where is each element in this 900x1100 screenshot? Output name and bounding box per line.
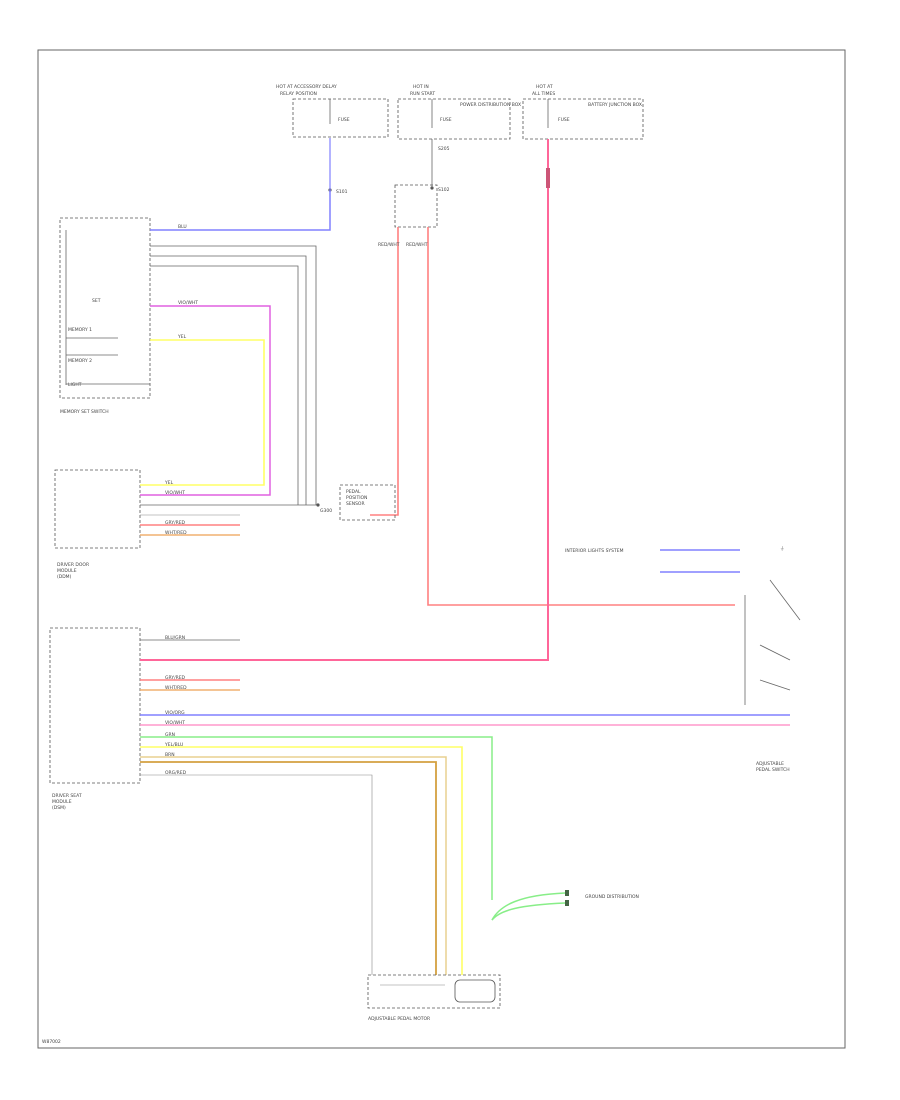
source-3-box	[522, 98, 644, 140]
wire-label-ddm-yel: YEL	[164, 480, 174, 486]
source-3-line2: ALL TIMES	[532, 91, 555, 97]
source-1-box	[292, 98, 389, 138]
switch-label-memory2: MEMORY 2	[68, 358, 92, 364]
wire-label-dsm-grn: GRN	[165, 732, 175, 738]
pedal-note-2: POSITION	[346, 495, 367, 501]
source-1-line2: RELAY POSITION	[280, 91, 317, 97]
wire-green-branch-b	[491, 902, 566, 921]
memory-switch-title: MEMORY SET SWITCH	[60, 409, 109, 415]
wire-green-branch	[491, 892, 566, 921]
source-1-line1: HOT AT ACCESSORY DELAY	[276, 84, 337, 90]
source-2-detail: POWER DISTRIBUTION BOX	[460, 102, 521, 108]
splice-s102: S102	[438, 187, 450, 193]
pedal-motor-body	[454, 979, 496, 1003]
power-source-accessory-delay: HOT AT ACCESSORY DELAY RELAY POSITION FU…	[276, 84, 389, 138]
source-2-fuse: FUSE	[440, 117, 452, 123]
memory-switch-box	[59, 217, 151, 399]
wire-label-vio: VIO/WHT	[178, 300, 198, 306]
source-2-line2: RUN START	[410, 91, 435, 97]
wire-label-yel: YEL	[177, 334, 187, 340]
wire-red-junction-a	[370, 227, 399, 516]
pedal-switch-arm-2	[759, 644, 791, 661]
wire-gray-2	[150, 255, 307, 505]
ground-g300: G300	[320, 508, 332, 514]
ddm-box	[54, 469, 141, 549]
splice-s101: S101	[336, 189, 348, 195]
adjustable-pedal-motor: ADJUSTABLE PEDAL MOTOR	[367, 974, 501, 1022]
pedal-note-1: PEDAL	[346, 489, 361, 495]
dsm-title-2: MODULE	[52, 799, 72, 805]
wire-dsm-gray-bottom	[140, 774, 373, 975]
wire-red-junction-b	[427, 227, 735, 606]
wire-label-dsm-vioorg: VIO/ORG	[165, 710, 185, 716]
green-connector-2	[565, 900, 569, 906]
diagram-border	[37, 49, 846, 1049]
wire-label-dsm-blugrn: BLU/GRN	[165, 635, 185, 641]
switch-label-set: SET	[92, 298, 101, 304]
ddm-title-2: MODULE	[57, 568, 77, 574]
pedal-switch-mark: ⏚	[780, 545, 785, 552]
pedal-switch-title-1: ADJUSTABLE	[756, 761, 784, 767]
wire-dsm-yellow	[140, 746, 463, 975]
pedal-motor-title: ADJUSTABLE PEDAL MOTOR	[368, 1016, 430, 1022]
dsm-box	[49, 627, 141, 784]
ddm-title-1: DRIVER DOOR	[57, 562, 89, 568]
driver-door-module: DRIVER DOOR MODULE (DDM)	[54, 469, 141, 580]
ground-distribution-note: GROUND DISTRIBUTION	[585, 894, 639, 900]
wire-label-dsm-wht: WHT/RED	[165, 685, 187, 691]
wire-gray-1	[150, 245, 317, 506]
wire-blue-memory	[150, 190, 331, 231]
wire-label-dsm-orgred: ORG/RED	[165, 770, 187, 776]
memory-set-switch: SET MEMORY 1 MEMORY 2 LIGHT MEMORY SET S…	[59, 217, 151, 415]
switch-label-memory1: MEMORY 1	[68, 327, 92, 333]
source-3-detail: BATTERY JUNCTION BOX	[588, 102, 642, 108]
source-3-line1: HOT AT	[536, 84, 553, 90]
wire-dsm-tan	[140, 756, 447, 975]
wire-label-ddm-wht: WHT/RED	[165, 530, 187, 536]
wire-connector-battery	[546, 168, 550, 188]
pedal-note-3: SENSOR	[346, 501, 365, 507]
power-source-run-start: HOT IN RUN START FUSE POWER DISTRIBUTION…	[397, 84, 521, 140]
pedal-switch-arm-3	[759, 679, 791, 691]
wire-label-ddm-vio: VIO/WHT	[165, 490, 185, 496]
adjustable-pedal-switch: ⏚ ADJUSTABLE PEDAL SWITCH	[744, 545, 801, 773]
driver-seat-module: DRIVER SEAT MODULE (DSM)	[49, 627, 141, 811]
source-2-line1: HOT IN	[413, 84, 429, 90]
pedal-switch-title-2: PEDAL SWITCH	[756, 767, 790, 773]
ddm-title-3: (DDM)	[57, 574, 72, 580]
splice-dot-g300	[316, 503, 320, 507]
power-source-all-times: HOT AT ALL TIMES FUSE BATTERY JUNCTION B…	[522, 84, 644, 140]
source-3-fuse: FUSE	[558, 117, 570, 123]
dsm-title-3: (DSM)	[52, 805, 66, 811]
wire-label-dsm-gry: GRY/RED	[165, 675, 186, 681]
wire-dsm-brown	[140, 761, 437, 975]
wire-label-dsm-yelblu: YEL/BLU	[164, 742, 183, 748]
pedal-switch-arm-1	[769, 579, 801, 621]
wire-dsm-green	[140, 736, 493, 900]
wire-gray-3	[150, 265, 299, 505]
source-2-box	[397, 98, 511, 140]
footer-code: W87002	[42, 1039, 61, 1045]
wire-pink-battery	[140, 139, 549, 661]
wire-label-red-wht-1: RED/WHT	[378, 242, 400, 248]
wire-label-blu-1: BLU	[178, 224, 187, 230]
source-1-fuse: FUSE	[338, 117, 350, 123]
wire-label-ddm-gry: GRY/RED	[165, 520, 186, 526]
dsm-title-1: DRIVER SEAT	[52, 793, 82, 799]
green-connector-1	[565, 890, 569, 896]
pedal-note-box	[339, 484, 396, 521]
wire-label-dsm-brn: BRN	[165, 752, 175, 758]
wire-yellow-memory	[140, 339, 265, 486]
wire-label-red-wht-2: RED/WHT	[406, 242, 428, 248]
lamp-note: INTERIOR LIGHTS SYSTEM	[565, 548, 624, 554]
junction-box	[394, 184, 438, 228]
wire-label-dsm-vio: VIO/WHT	[165, 720, 185, 726]
wire-violet-memory	[140, 305, 271, 496]
pedal-motor-box	[367, 974, 501, 1009]
switch-label-light: LIGHT	[68, 382, 82, 388]
splice-s205: S205	[438, 146, 450, 152]
